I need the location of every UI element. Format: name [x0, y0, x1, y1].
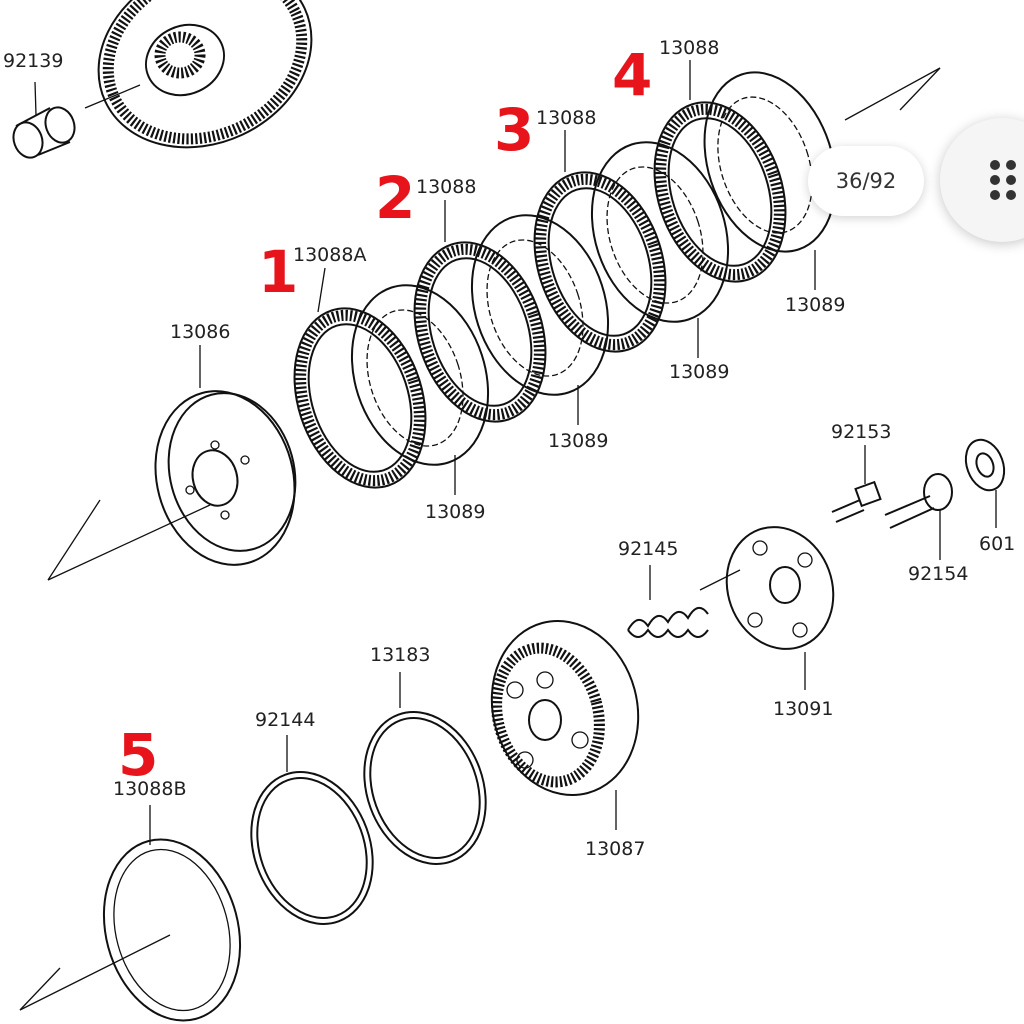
grip-dot: [990, 190, 1000, 200]
steel-plate-13089-1: [350, 284, 490, 495]
label-13089-1: 13089: [425, 501, 485, 523]
marker-4: 4: [612, 41, 652, 109]
grip-dot: [1006, 175, 1016, 185]
page-counter: 36/92: [808, 146, 924, 216]
friction-plate-13088-4: [653, 60, 787, 283]
label-13088-3: 13088: [536, 107, 596, 129]
page-counter-text: 36/92: [835, 169, 897, 193]
pressure-plate-13086: [47, 345, 297, 581]
friction-plate-13088-3: [533, 130, 667, 353]
grip-dots-icon[interactable]: [940, 118, 1024, 242]
friction-plate-13088-2: [413, 200, 547, 423]
label-92139: 92139: [3, 50, 63, 72]
marker-2: 2: [375, 164, 415, 232]
bolt-92153: [831, 445, 882, 523]
label-13183: 13183: [370, 644, 430, 666]
label-13089-2: 13089: [548, 430, 608, 452]
grip-dot: [990, 175, 1000, 185]
marker-1: 1: [258, 238, 298, 306]
steel-plate-13089-2: [470, 214, 610, 425]
collar-92139: [12, 81, 76, 159]
grip-dot: [1006, 190, 1016, 200]
ring-13183: [363, 672, 487, 865]
label-13088B: 13088B: [113, 778, 186, 800]
ring-92144: [250, 735, 374, 925]
bolt-92154: [699, 473, 953, 591]
steel-plate-13089-3: [590, 141, 730, 358]
label-13088-2: 13088: [416, 176, 476, 198]
marker-5: 5: [118, 721, 158, 789]
label-13086: 13086: [170, 321, 230, 343]
grip-dot: [1006, 160, 1016, 170]
steel-plate-13089-4: [703, 67, 941, 290]
label-13089-4: 13089: [785, 294, 845, 316]
label-13088-4: 13088: [659, 37, 719, 59]
label-13091: 13091: [773, 698, 833, 720]
clutch-hub-13087: [490, 619, 640, 830]
label-92144: 92144: [255, 709, 315, 731]
bearing-601: [964, 438, 1006, 528]
label-13088A: 13088A: [293, 244, 366, 266]
label-13087: 13087: [585, 838, 645, 860]
clutch-housing: [84, 0, 313, 149]
label-601: 601: [979, 533, 1015, 555]
spring-92145: [627, 565, 709, 638]
grip-dot: [990, 160, 1000, 170]
label-92153: 92153: [831, 421, 891, 443]
lifter-plate-13091: [725, 526, 835, 690]
friction-plate-13088A: [293, 267, 427, 489]
label-92145: 92145: [618, 538, 678, 560]
friction-plate-13088B: [19, 805, 242, 1022]
marker-3: 3: [494, 96, 534, 164]
label-13089-3: 13089: [669, 361, 729, 383]
label-92154: 92154: [908, 563, 968, 585]
